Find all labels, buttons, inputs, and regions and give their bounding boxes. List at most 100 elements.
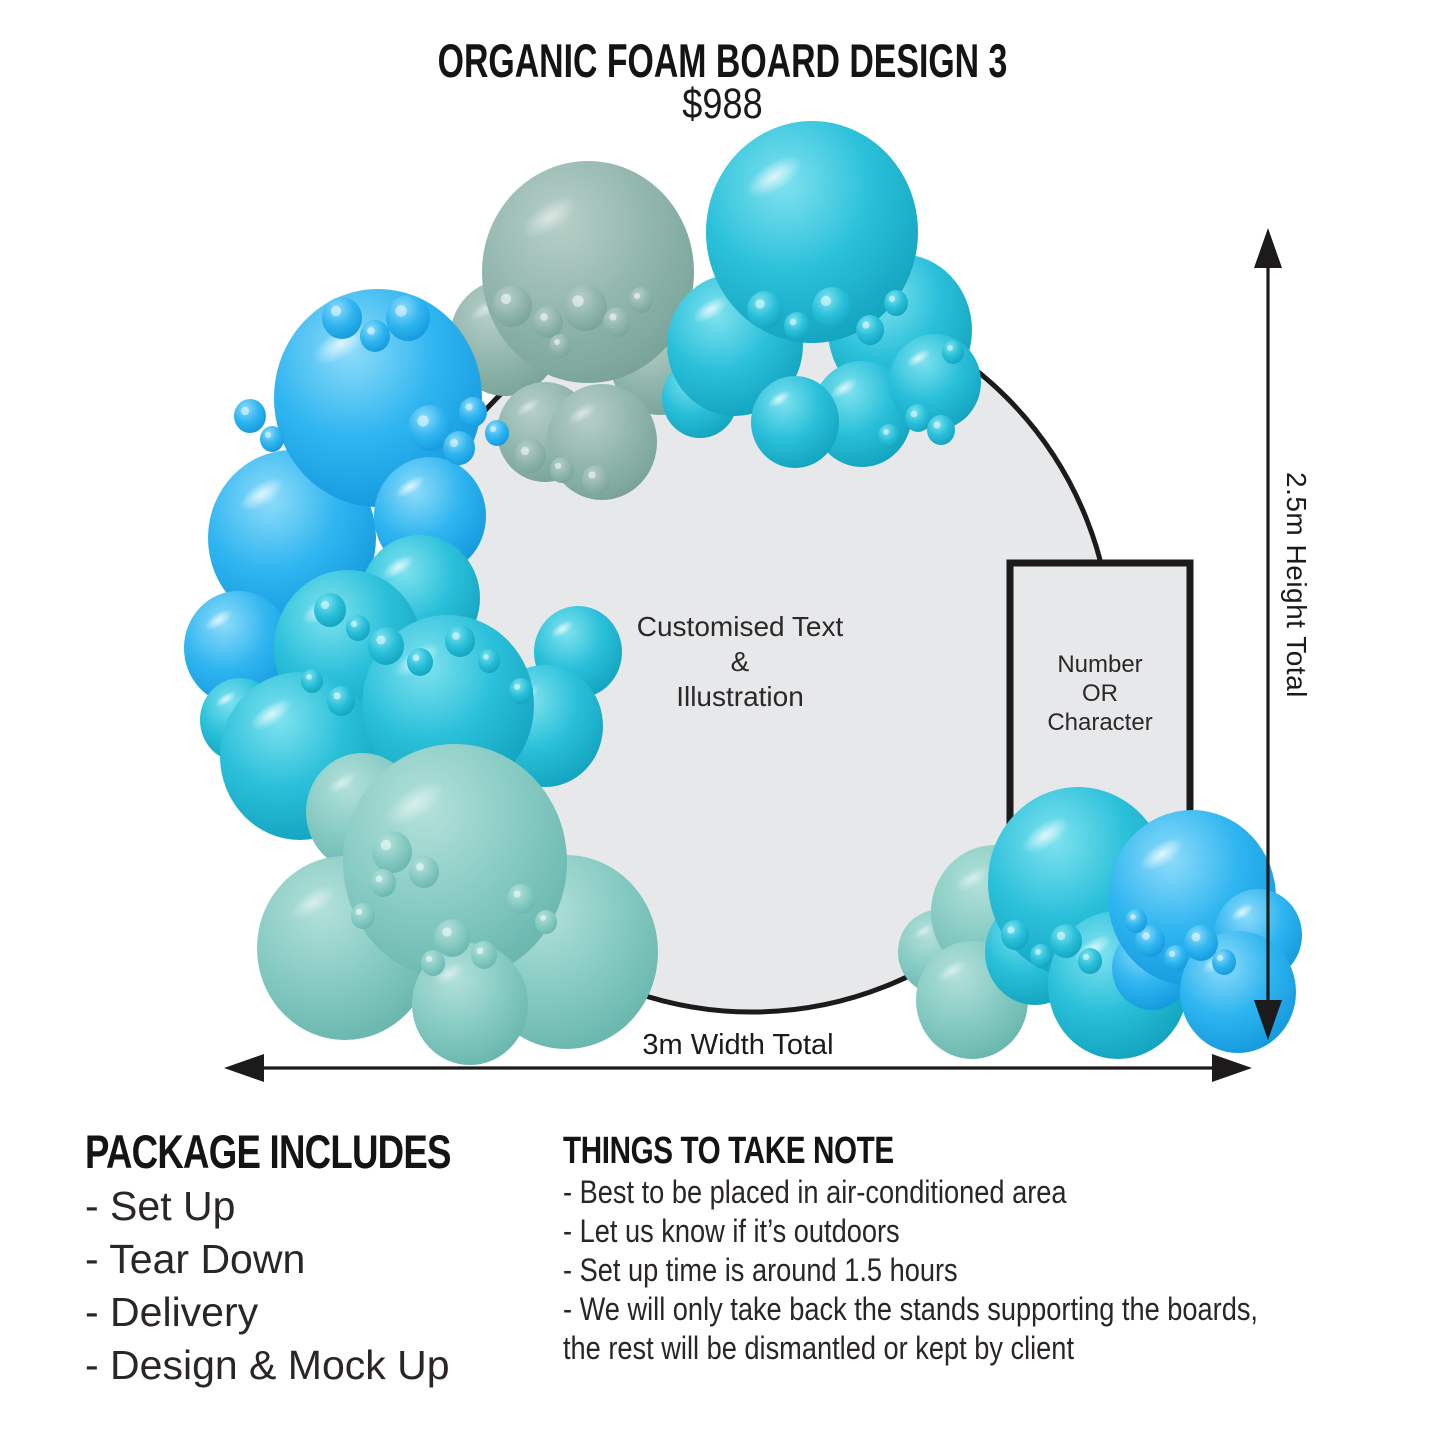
page-title: ORGANIC FOAM BOARD DESIGN 3 bbox=[437, 34, 1008, 87]
balloon-highlight bbox=[290, 885, 336, 920]
balloon-turquoise bbox=[314, 593, 346, 627]
note-line: - We will only take back the stands supp… bbox=[563, 1291, 1258, 1327]
bubble-highlight bbox=[442, 927, 452, 937]
bubble-highlight bbox=[395, 305, 407, 317]
balloon-highlight bbox=[515, 397, 540, 417]
package-item: - Set Up bbox=[85, 1183, 236, 1229]
balloon-turquoise bbox=[884, 290, 908, 316]
balloon-highlight bbox=[395, 475, 425, 498]
circle-label-line: Illustration bbox=[676, 681, 804, 712]
balloon-highlight bbox=[250, 698, 293, 730]
balloon-turquoise bbox=[509, 678, 533, 704]
bubble-highlight bbox=[789, 318, 797, 326]
balloon-sage bbox=[514, 439, 546, 473]
board-label-line: Number bbox=[1057, 651, 1143, 678]
balloon-blue bbox=[360, 320, 390, 352]
dimension-arrows bbox=[224, 228, 1282, 1082]
balloon-highlight bbox=[1022, 817, 1070, 854]
balloon-blue bbox=[1184, 925, 1218, 961]
bubble-highlight bbox=[320, 600, 330, 610]
balloon-highlight bbox=[693, 296, 728, 323]
bubble-highlight bbox=[633, 292, 641, 300]
balloon-highlight bbox=[767, 390, 791, 408]
balloon-highlight bbox=[906, 348, 931, 368]
balloon-sage bbox=[549, 334, 571, 358]
package-item: - Design & Mock Up bbox=[85, 1342, 450, 1388]
balloon-seafoam bbox=[421, 950, 445, 976]
balloon-blue bbox=[1125, 909, 1147, 933]
balloon-seafoam bbox=[351, 903, 375, 929]
balloon-highlight bbox=[385, 781, 445, 827]
bubble-highlight bbox=[947, 345, 953, 351]
balloon-seafoam bbox=[370, 869, 396, 897]
bubble-highlight bbox=[513, 683, 521, 691]
balloon-sage bbox=[629, 287, 653, 313]
balloon-seafoam bbox=[507, 884, 535, 914]
balloon-highlight bbox=[913, 923, 935, 939]
note-line: - Let us know if it’s outdoors bbox=[563, 1213, 900, 1249]
balloon-sage bbox=[550, 457, 574, 483]
bubble-highlight bbox=[333, 692, 341, 700]
bubble-highlight bbox=[1035, 949, 1041, 955]
balloon-turquoise bbox=[301, 669, 323, 693]
bubble-highlight bbox=[367, 327, 375, 335]
width-arrow-right-icon bbox=[1212, 1054, 1252, 1082]
balloon-turquoise bbox=[856, 315, 884, 345]
balloon-turquoise bbox=[407, 648, 433, 676]
bubble-highlight bbox=[755, 299, 765, 309]
balloon-seafoam bbox=[471, 941, 497, 969]
balloon-highlight bbox=[830, 377, 858, 399]
balloon-sage bbox=[492, 285, 532, 327]
bubble-highlight bbox=[554, 339, 560, 345]
width-arrow-left-icon bbox=[224, 1054, 264, 1082]
balloon-seafoam bbox=[434, 919, 470, 957]
balloon-blue bbox=[1135, 925, 1165, 957]
bubble-highlight bbox=[609, 313, 617, 321]
bubble-highlight bbox=[412, 654, 420, 662]
bubble-highlight bbox=[417, 415, 429, 427]
bubble-highlight bbox=[500, 293, 512, 305]
package-includes-heading: PACKAGE INCLUDES bbox=[85, 1125, 451, 1178]
balloon-blue bbox=[386, 295, 430, 341]
balloon-blue bbox=[485, 420, 509, 446]
balloon-turquoise bbox=[751, 376, 839, 468]
balloon-turquoise bbox=[1030, 944, 1052, 968]
circle-placeholder-label: Customised Text & Illustration bbox=[540, 609, 940, 714]
bubble-highlight bbox=[933, 421, 941, 429]
bubble-highlight bbox=[375, 875, 383, 883]
things-to-note-heading: THINGS TO TAKE NOTE bbox=[563, 1130, 894, 1172]
balloon-turquoise bbox=[478, 649, 500, 673]
note-line: - Best to be placed in air-conditioned a… bbox=[563, 1174, 1067, 1210]
balloon-turquoise bbox=[812, 287, 852, 329]
width-dimension-label: 3m Width Total bbox=[642, 1029, 834, 1061]
bubble-highlight bbox=[1056, 931, 1066, 941]
balloon-turquoise bbox=[878, 424, 900, 448]
balloon-highlight bbox=[382, 554, 415, 579]
price-label: $988 bbox=[682, 80, 763, 128]
balloon-highlight bbox=[204, 609, 233, 631]
bubble-highlight bbox=[350, 620, 358, 628]
bubble-highlight bbox=[554, 462, 562, 470]
balloon-turquoise bbox=[1078, 948, 1102, 974]
bubble-highlight bbox=[240, 406, 250, 416]
balloon-turquoise bbox=[889, 334, 981, 430]
package-item: - Tear Down bbox=[85, 1236, 306, 1282]
balloon-blue bbox=[322, 297, 362, 339]
balloon-highlight bbox=[567, 402, 597, 425]
balloon-turquoise bbox=[905, 404, 931, 432]
bubble-highlight bbox=[1168, 950, 1176, 958]
bubble-highlight bbox=[355, 908, 363, 916]
board-placeholder-label: Number OR Character bbox=[1008, 650, 1192, 737]
height-arrow-down-icon bbox=[1254, 1000, 1282, 1040]
balloon-blue bbox=[459, 397, 487, 427]
balloon-turquoise bbox=[942, 340, 964, 364]
board-label-line: OR bbox=[1082, 680, 1118, 707]
balloon-turquoise bbox=[346, 615, 370, 641]
note-line: the rest will be dismantled or kept by c… bbox=[563, 1330, 1074, 1366]
balloon-sage bbox=[482, 161, 694, 383]
balloon-sage bbox=[563, 285, 607, 331]
balloon-seafoam bbox=[535, 910, 557, 934]
balloon-blue bbox=[260, 426, 284, 452]
balloon-sage bbox=[603, 307, 631, 337]
